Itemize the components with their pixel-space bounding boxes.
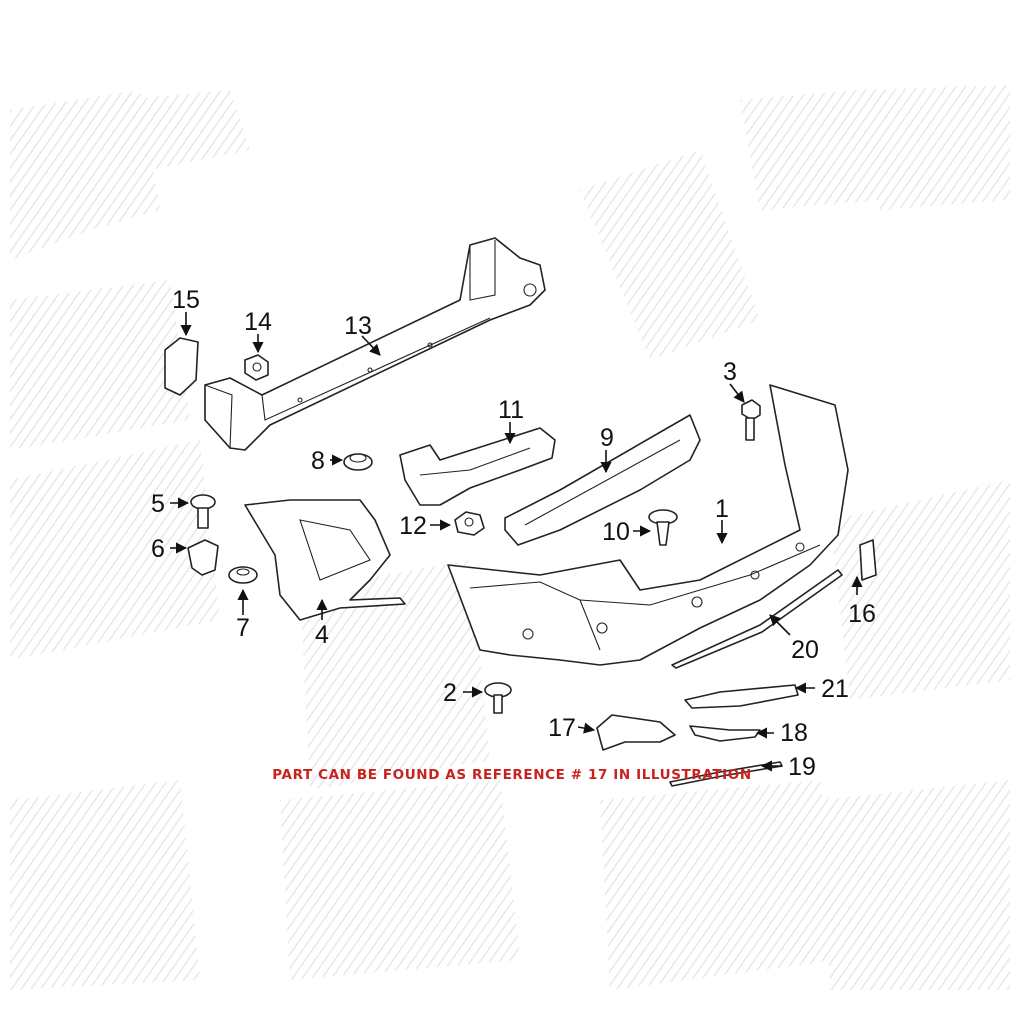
part-17-reflector-housing [596,714,676,751]
callout-2: 2 [443,679,457,707]
callout-3: 3 [723,358,737,386]
part-1-bumper-cover [447,384,849,666]
part-2-screw [484,682,512,714]
callout-5: 5 [151,490,165,518]
callout-13: 13 [344,312,372,340]
callout-labels: 15 14 13 3 11 9 8 5 6 7 4 12 10 1 16 20 … [151,286,876,781]
watermark [10,85,1010,990]
part-11-bracket [399,427,556,506]
callout-7: 7 [236,614,250,642]
callout-20: 20 [791,636,819,664]
callout-14: 14 [244,308,272,336]
callout-4: 4 [315,621,329,649]
part-9-guide [504,414,701,546]
part-20-trim-strip [671,569,843,669]
callout-15: 15 [172,286,200,314]
part-13-reinforcement-bar [204,237,546,451]
callout-1: 1 [715,495,729,523]
part-10-push-pin [648,509,678,546]
callout-17: 17 [548,714,576,742]
part-14-nut [244,354,269,381]
callout-10: 10 [602,518,630,546]
part-5-screw [190,494,216,529]
leader-arrows [170,312,863,772]
reference-note: PART CAN BE FOUND AS REFERENCE # 17 IN I… [272,767,751,783]
callout-8: 8 [311,447,325,475]
callout-9: 9 [600,424,614,452]
callout-6: 6 [151,535,165,563]
part-18-reflector [689,725,761,742]
part-12-nut [454,511,485,536]
callout-16: 16 [848,600,876,628]
part-16-small-bracket [859,539,877,581]
callout-21: 21 [821,675,849,703]
part-3-bolt [741,399,761,441]
part-4-side-bracket [244,499,406,621]
callout-11: 11 [498,396,524,424]
part-15-pad [164,337,199,396]
part-6-clip [187,539,219,576]
part-21-reflector [684,684,799,709]
callout-18: 18 [780,719,808,747]
part-7-nut [228,566,258,584]
callout-12: 12 [399,512,427,540]
part-8-grommet [343,453,373,471]
callout-19: 19 [788,753,816,781]
